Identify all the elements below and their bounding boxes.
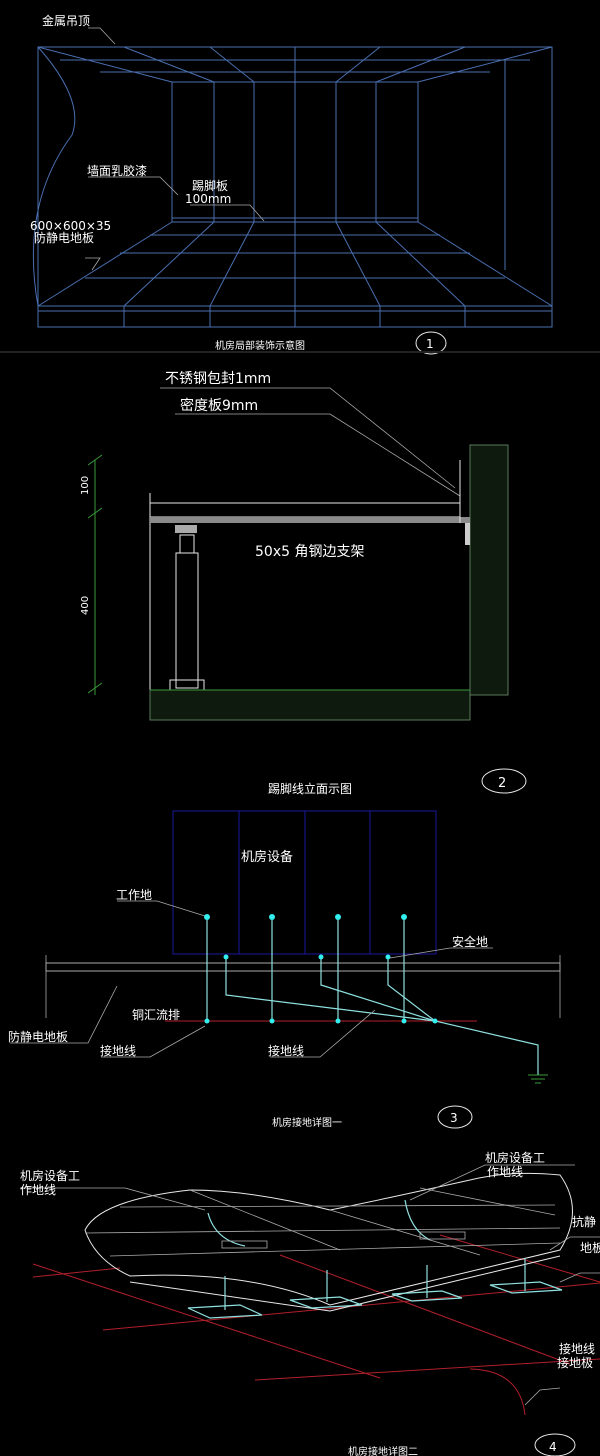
label-skirting: 踢脚板 [192, 178, 228, 193]
label-stainless-steel: 不锈钢包封1mm [165, 371, 271, 387]
fig4-grounding-isometric [20, 1164, 600, 1416]
label-ground-wire-2: 接地线 [268, 1043, 304, 1058]
fig2-skirting-section [87, 387, 509, 721]
fig4-number: 4 [549, 1440, 557, 1454]
label-equipment-ground-right-1: 机房设备工 [485, 1150, 545, 1165]
fig3-number-circle [437, 1105, 473, 1129]
label-density-board: 密度板9mm [180, 397, 258, 414]
fig3-title: 机房接地详图一 [272, 1116, 342, 1129]
label-antistatic: 抗静 [572, 1214, 596, 1229]
label-antistatic-floor-3: 防静电地板 [8, 1029, 68, 1044]
label-ground-wire-1: 接地线 [100, 1043, 136, 1058]
earth-symbol-icon [528, 1074, 548, 1084]
fig1-title: 机房局部装饰示意图 [215, 339, 305, 352]
label-skirting-height: 100mm [185, 192, 231, 206]
dim-400: 400 [80, 596, 91, 615]
label-equipment: 机房设备 [241, 849, 293, 865]
divider [0, 351, 600, 353]
label-wall-paint: 墙面乳胶漆 [87, 163, 147, 178]
label-ground-wire-4: 接地线 [559, 1341, 595, 1356]
label-copper-bar: 铜汇流排 [132, 1007, 180, 1022]
fig3-number: 3 [450, 1111, 458, 1125]
fig4-number-circle [534, 1433, 576, 1456]
fig1-number-circle [415, 331, 447, 355]
fig4-title: 机房接地详图二 [348, 1445, 418, 1456]
ground-points [204, 914, 438, 1024]
label-safety-ground: 安全地 [452, 934, 488, 949]
label-angle-steel: 50x5 角钢边支架 [255, 544, 364, 560]
label-equipment-ground-right-2: 作地线 [487, 1165, 523, 1179]
fig3-grounding-diagram [10, 810, 561, 1084]
label-equipment-ground-left-1: 机房设备工 [20, 1168, 80, 1183]
fig2-number: 2 [498, 776, 506, 791]
label-metal-ceiling: 金属吊顶 [42, 13, 90, 28]
fig1-room-perspective [32, 27, 553, 328]
fig1-number: 1 [426, 337, 434, 351]
label-floor-4: 地板 [580, 1241, 600, 1255]
dim-100: 100 [80, 476, 91, 495]
label-equipment-ground-left-2: 作地线 [20, 1183, 56, 1197]
fig2-title: 踢脚线立面示图 [268, 781, 352, 796]
label-antistatic-floor: 防静电地板 [34, 230, 94, 245]
fig2-number-circle [481, 768, 527, 794]
label-ground-electrode: 接地极 [557, 1355, 593, 1370]
label-floor-size: 600×600×35 [30, 219, 111, 233]
label-work-ground: 工作地 [116, 888, 152, 902]
